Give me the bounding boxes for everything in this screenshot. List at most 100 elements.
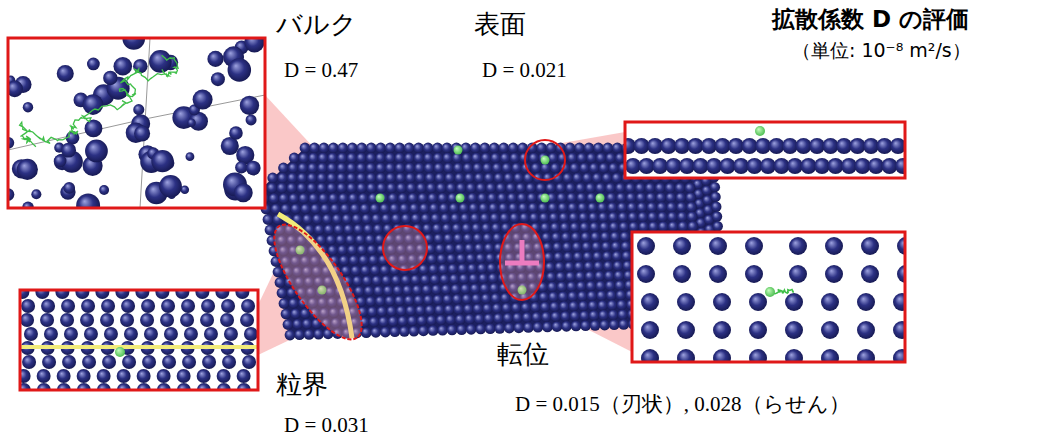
atom: [588, 300, 599, 311]
atom: [381, 213, 392, 224]
atom: [77, 369, 91, 383]
atom: [676, 202, 687, 213]
atom: [278, 193, 289, 204]
atom: [476, 183, 487, 194]
atom: [486, 183, 497, 194]
atom: [600, 231, 611, 242]
atom: [578, 212, 589, 223]
atom: [615, 290, 626, 301]
atom: [413, 295, 424, 306]
atom: [573, 251, 584, 262]
atom: [687, 212, 697, 222]
atom: [575, 183, 586, 194]
atom: [133, 104, 144, 115]
atom: [566, 281, 577, 292]
atom: [200, 313, 214, 327]
atom: [184, 327, 198, 341]
atom: [574, 261, 585, 272]
atom: [318, 153, 329, 164]
atom: [548, 291, 559, 302]
atom: [541, 232, 552, 243]
atom: [595, 280, 606, 291]
atom: [549, 212, 560, 223]
atom: [419, 203, 430, 214]
atom: [57, 65, 74, 82]
atom: [339, 255, 350, 266]
atom: [605, 280, 616, 291]
atom: [444, 173, 455, 184]
atom: [287, 173, 298, 184]
atom: [655, 183, 666, 194]
atom: [335, 234, 346, 245]
atom: [24, 327, 38, 341]
atom: [540, 222, 551, 233]
atom: [745, 265, 763, 283]
atom: [688, 221, 698, 231]
atom: [561, 321, 572, 332]
atom: [647, 212, 658, 223]
atom: [336, 173, 347, 184]
atom: [42, 355, 56, 369]
atom: [635, 183, 646, 194]
atom: [377, 306, 388, 317]
zoom-inset: [620, 122, 925, 178]
atom: [483, 313, 494, 324]
atom: [478, 203, 489, 214]
atom: [54, 155, 67, 168]
atom: [461, 294, 472, 305]
atom: [504, 323, 515, 334]
atom: [579, 222, 590, 233]
atom: [365, 234, 376, 245]
atom: [821, 321, 839, 339]
atom: [584, 143, 595, 154]
atom: [579, 163, 590, 174]
atom: [433, 233, 444, 244]
atom: [322, 214, 333, 225]
atom: [452, 294, 463, 305]
atom: [386, 183, 397, 194]
atom: [658, 221, 669, 232]
atom: [423, 153, 434, 164]
atom: [357, 244, 368, 255]
atom: [277, 288, 288, 299]
atom: [528, 202, 539, 213]
atom: [710, 192, 720, 202]
atom: [569, 222, 580, 233]
atom: [356, 183, 367, 194]
atom: [489, 283, 500, 294]
atom: [442, 153, 453, 164]
atom: [490, 153, 501, 164]
atom: [471, 153, 482, 164]
atom: [378, 316, 389, 327]
atom: [375, 163, 386, 174]
atom: [686, 202, 697, 213]
atom: [381, 275, 392, 286]
atom: [367, 306, 378, 317]
atom: [426, 315, 437, 326]
atom: [665, 192, 676, 203]
atom: [267, 173, 278, 184]
atom: [456, 253, 467, 264]
atom: [375, 296, 386, 307]
atom: [286, 183, 297, 194]
atom: [413, 153, 424, 164]
atom: [411, 213, 422, 224]
atom: [472, 303, 483, 314]
atom: [356, 183, 367, 194]
atom: [300, 308, 311, 319]
atom: [426, 183, 437, 194]
region-name: 転位: [497, 340, 549, 370]
atom: [306, 183, 317, 194]
atom: [427, 193, 438, 204]
atom: [353, 224, 364, 235]
atom: [685, 192, 696, 203]
atom: [404, 163, 415, 174]
atom: [234, 183, 253, 202]
atom: [618, 212, 629, 223]
atom: [713, 293, 731, 311]
atom: [687, 211, 698, 222]
atom: [553, 252, 564, 263]
atom: [667, 211, 678, 222]
atom: [431, 284, 442, 295]
atom: [563, 252, 574, 263]
